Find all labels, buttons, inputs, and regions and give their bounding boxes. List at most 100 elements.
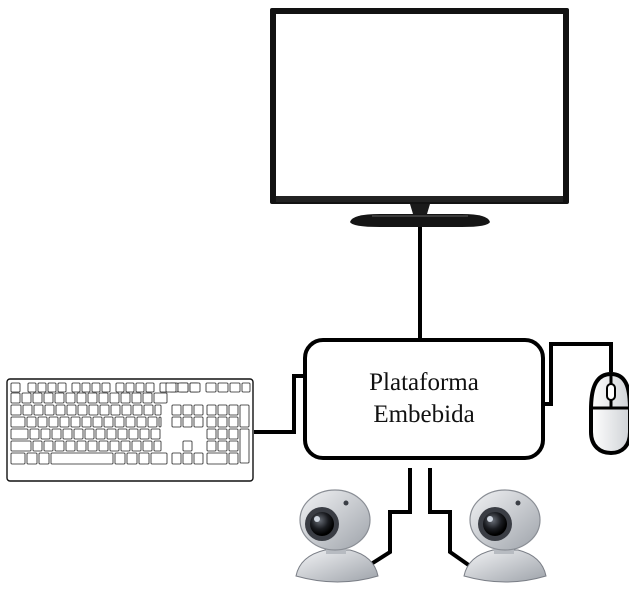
keyboard-key (126, 452, 138, 465)
keyboard-key (228, 428, 239, 440)
camera-left-link-line (366, 468, 412, 568)
keyboard-key (37, 416, 48, 428)
mouse-wheel (606, 383, 616, 401)
keyboard-key (189, 382, 201, 393)
keyboard-key (62, 428, 73, 440)
keyboard-key (125, 416, 136, 428)
keyboard-key (73, 428, 84, 440)
keyboard-key (57, 382, 67, 393)
keyboard-key (136, 416, 147, 428)
keyboard-key (193, 404, 204, 416)
keyboard-key (117, 428, 128, 440)
keyboard-key (99, 404, 110, 416)
keyboard-key (217, 404, 228, 416)
keyboard-key (206, 440, 217, 452)
monitor-neck (410, 204, 430, 214)
keyboard-key (44, 404, 55, 416)
keyboard-key (114, 416, 125, 428)
keyboard-key (81, 382, 91, 393)
keyboard-key (206, 404, 217, 416)
keyboard-key (150, 452, 168, 465)
keyboard-key (143, 404, 154, 416)
webcam-left-lens (310, 512, 334, 536)
keyboard-key (132, 404, 143, 416)
keyboard-key (22, 404, 33, 416)
keyboard-key (138, 452, 150, 465)
keyboard-key (95, 428, 106, 440)
keyboard-key (121, 404, 132, 416)
keyboard-key (106, 428, 117, 440)
keyboard-key (103, 416, 114, 428)
keyboard-key (229, 382, 241, 393)
keyboard-key (92, 416, 103, 428)
keyboard-key (10, 404, 22, 416)
keyboard-icon (6, 378, 254, 482)
keyboard-key (239, 428, 250, 464)
keyboard-key (88, 404, 99, 416)
keyboard-keys (10, 382, 251, 465)
keyboard-link-line (254, 374, 305, 434)
keyboard-key (76, 440, 87, 452)
keyboard-key (110, 404, 121, 416)
keyboard-key (115, 382, 125, 393)
webcam-right-icon (463, 489, 547, 583)
keyboard-key (87, 392, 98, 404)
keyboard-key (32, 440, 43, 452)
keyboard-key (54, 440, 65, 452)
keyboard-key (228, 404, 239, 416)
monitor-stand (350, 214, 490, 227)
keyboard-key (29, 428, 40, 440)
keyboard-key (217, 440, 228, 452)
keyboard-key (145, 382, 155, 393)
keyboard-key (228, 452, 239, 465)
keyboard-key (77, 404, 88, 416)
keyboard-key (193, 452, 204, 465)
webcam-right-stand (463, 549, 547, 583)
keyboard-key (135, 382, 145, 393)
keyboard-key (65, 392, 76, 404)
keyboard-key (84, 428, 95, 440)
keyboard-key (91, 382, 101, 393)
keyboard-key (171, 452, 182, 465)
keyboard-key (47, 382, 57, 393)
webcam-right-led (515, 500, 521, 506)
keyboard-key (66, 404, 77, 416)
keyboard-key (142, 392, 153, 404)
keyboard-key (10, 416, 26, 428)
monitor-icon (270, 8, 569, 227)
keyboard-key (217, 382, 229, 393)
keyboard-key (153, 440, 162, 452)
keyboard-key (76, 392, 87, 404)
keyboard-key (139, 428, 150, 440)
mouse-body (589, 371, 629, 456)
keyboard-key (65, 440, 76, 452)
webcam-right-glint (487, 516, 493, 522)
keyboard-key (217, 416, 228, 428)
keyboard-key (59, 416, 70, 428)
keyboard-key (142, 440, 153, 452)
embedded-platform-box (303, 338, 545, 460)
webcam-left-icon (295, 489, 379, 583)
monitor-stand-highlight (372, 215, 468, 217)
keyboard-key (182, 440, 193, 452)
keyboard-key (38, 452, 50, 465)
keyboard-key (206, 416, 217, 428)
keyboard-key (50, 452, 114, 465)
keyboard-key (32, 392, 43, 404)
keyboard-key (131, 440, 142, 452)
keyboard-key (150, 428, 161, 440)
keyboard-key (10, 452, 26, 465)
keyboard-key (48, 416, 59, 428)
webcam-left-stand (295, 549, 379, 583)
keyboard-key (182, 452, 193, 465)
keyboard-key (55, 404, 66, 416)
keyboard-key (228, 440, 239, 452)
keyboard-key (10, 392, 21, 404)
keyboard-key (26, 452, 38, 465)
keyboard-key (206, 428, 217, 440)
keyboard-key (26, 416, 37, 428)
keyboard-key (182, 416, 193, 428)
keyboard-key (177, 382, 189, 393)
keyboard-key (171, 404, 182, 416)
